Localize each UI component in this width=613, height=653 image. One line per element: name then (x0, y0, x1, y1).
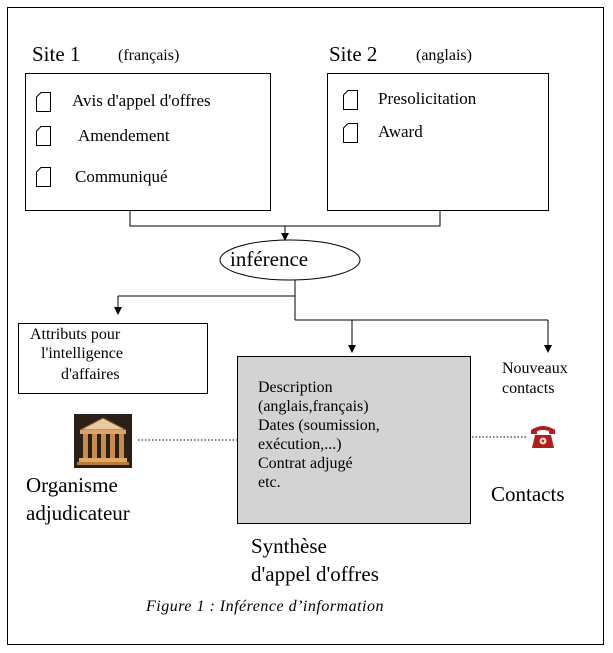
site2-lang: (anglais) (416, 47, 472, 64)
synthesis-item: Contrat adjugé (258, 455, 353, 472)
document-icon (343, 90, 358, 110)
figure-caption: Figure 1 : Inférence d’information (146, 598, 384, 615)
site2-item: Award (378, 122, 423, 141)
attributes-line: d'affaires (61, 366, 120, 383)
organisme-line: adjudicateur (26, 501, 130, 525)
site1-title: Site 1 (32, 42, 81, 66)
site1-item: Amendement (78, 126, 170, 145)
site1-box (25, 73, 271, 211)
site2-item: Presolicitation (378, 89, 477, 108)
synthesis-label-line: Synthèse (251, 534, 327, 558)
inference-ellipse (219, 239, 361, 281)
synthesis-item: Dates (soumission, (258, 417, 380, 434)
synthesis-item: Description (258, 379, 333, 396)
document-icon (36, 92, 51, 112)
synthesis-item: etc. (258, 474, 281, 491)
contacts-label: Contacts (491, 482, 565, 506)
attributes-line: l'intelligence (41, 345, 123, 362)
new-contacts-line: Nouveaux (502, 360, 568, 377)
building-icon (74, 414, 132, 468)
inference-label: inférence (230, 247, 309, 271)
synthesis-item: (anglais,français) (258, 398, 369, 415)
document-icon (36, 167, 51, 187)
attributes-line: Attributs pour (30, 326, 121, 343)
document-icon (343, 123, 358, 143)
synthesis-box (237, 356, 471, 524)
site2-title: Site 2 (329, 42, 378, 66)
telephone-icon (531, 426, 555, 448)
figure-frame (7, 7, 604, 645)
site2-box (327, 73, 549, 211)
site1-lang: (français) (118, 47, 180, 64)
synthesis-item: exécution,...) (258, 436, 342, 453)
organisme-line: Organisme (26, 473, 118, 497)
site1-item: Avis d'appel d'offres (72, 91, 211, 110)
site1-item: Communiqué (75, 167, 168, 186)
new-contacts-line: contacts (502, 380, 555, 397)
synthesis-label-line: d'appel d'offres (251, 562, 379, 586)
document-icon (36, 126, 51, 146)
attributes-box (18, 323, 208, 394)
